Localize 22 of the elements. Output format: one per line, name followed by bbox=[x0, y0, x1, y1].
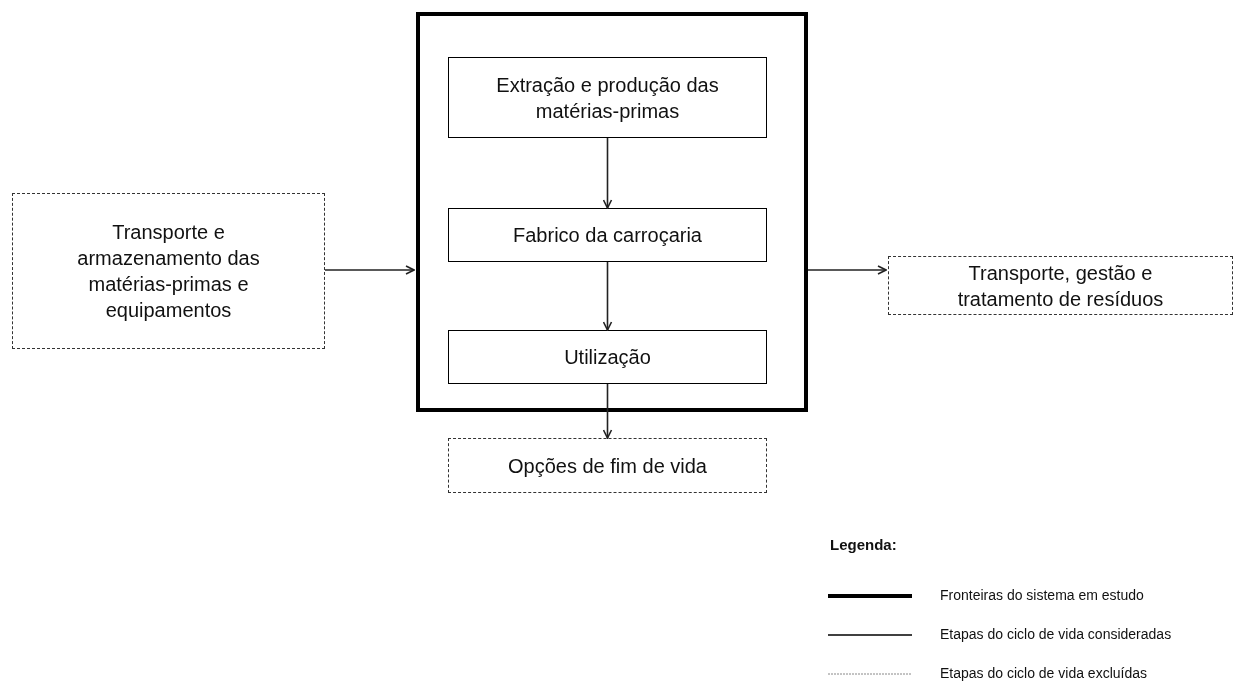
process-box bbox=[888, 256, 1233, 315]
arrow bbox=[324, 265, 415, 275]
box-label: Extração e produção das matérias-primas bbox=[495, 72, 720, 124]
process-box bbox=[448, 208, 767, 262]
arrow bbox=[602, 261, 613, 331]
process-box bbox=[448, 438, 767, 493]
legend-text: Etapas do ciclo de vida excluídas bbox=[940, 665, 1147, 681]
arrow bbox=[602, 137, 613, 209]
box-label: Utilização bbox=[564, 345, 651, 370]
box-label: Transporte e armazenamento das matérias-primas e equipamentos bbox=[76, 220, 261, 323]
box-label: Opções de fim de vida bbox=[508, 453, 707, 479]
box-label: Fabrico da carroçaria bbox=[513, 223, 702, 248]
box-label: Transporte, gestão e tratamento de resíduos bbox=[956, 260, 1165, 312]
process-box bbox=[448, 330, 767, 384]
legend-text: Etapas do ciclo de vida consideradas bbox=[940, 626, 1172, 642]
process-box bbox=[12, 193, 325, 349]
legend-text: Fronteiras do sistema em estudo bbox=[940, 587, 1144, 603]
system-boundary-box bbox=[416, 12, 808, 412]
process-box bbox=[448, 57, 767, 138]
arrow bbox=[807, 265, 887, 275]
legend-title: Legenda: bbox=[830, 536, 897, 553]
arrow bbox=[602, 383, 613, 439]
